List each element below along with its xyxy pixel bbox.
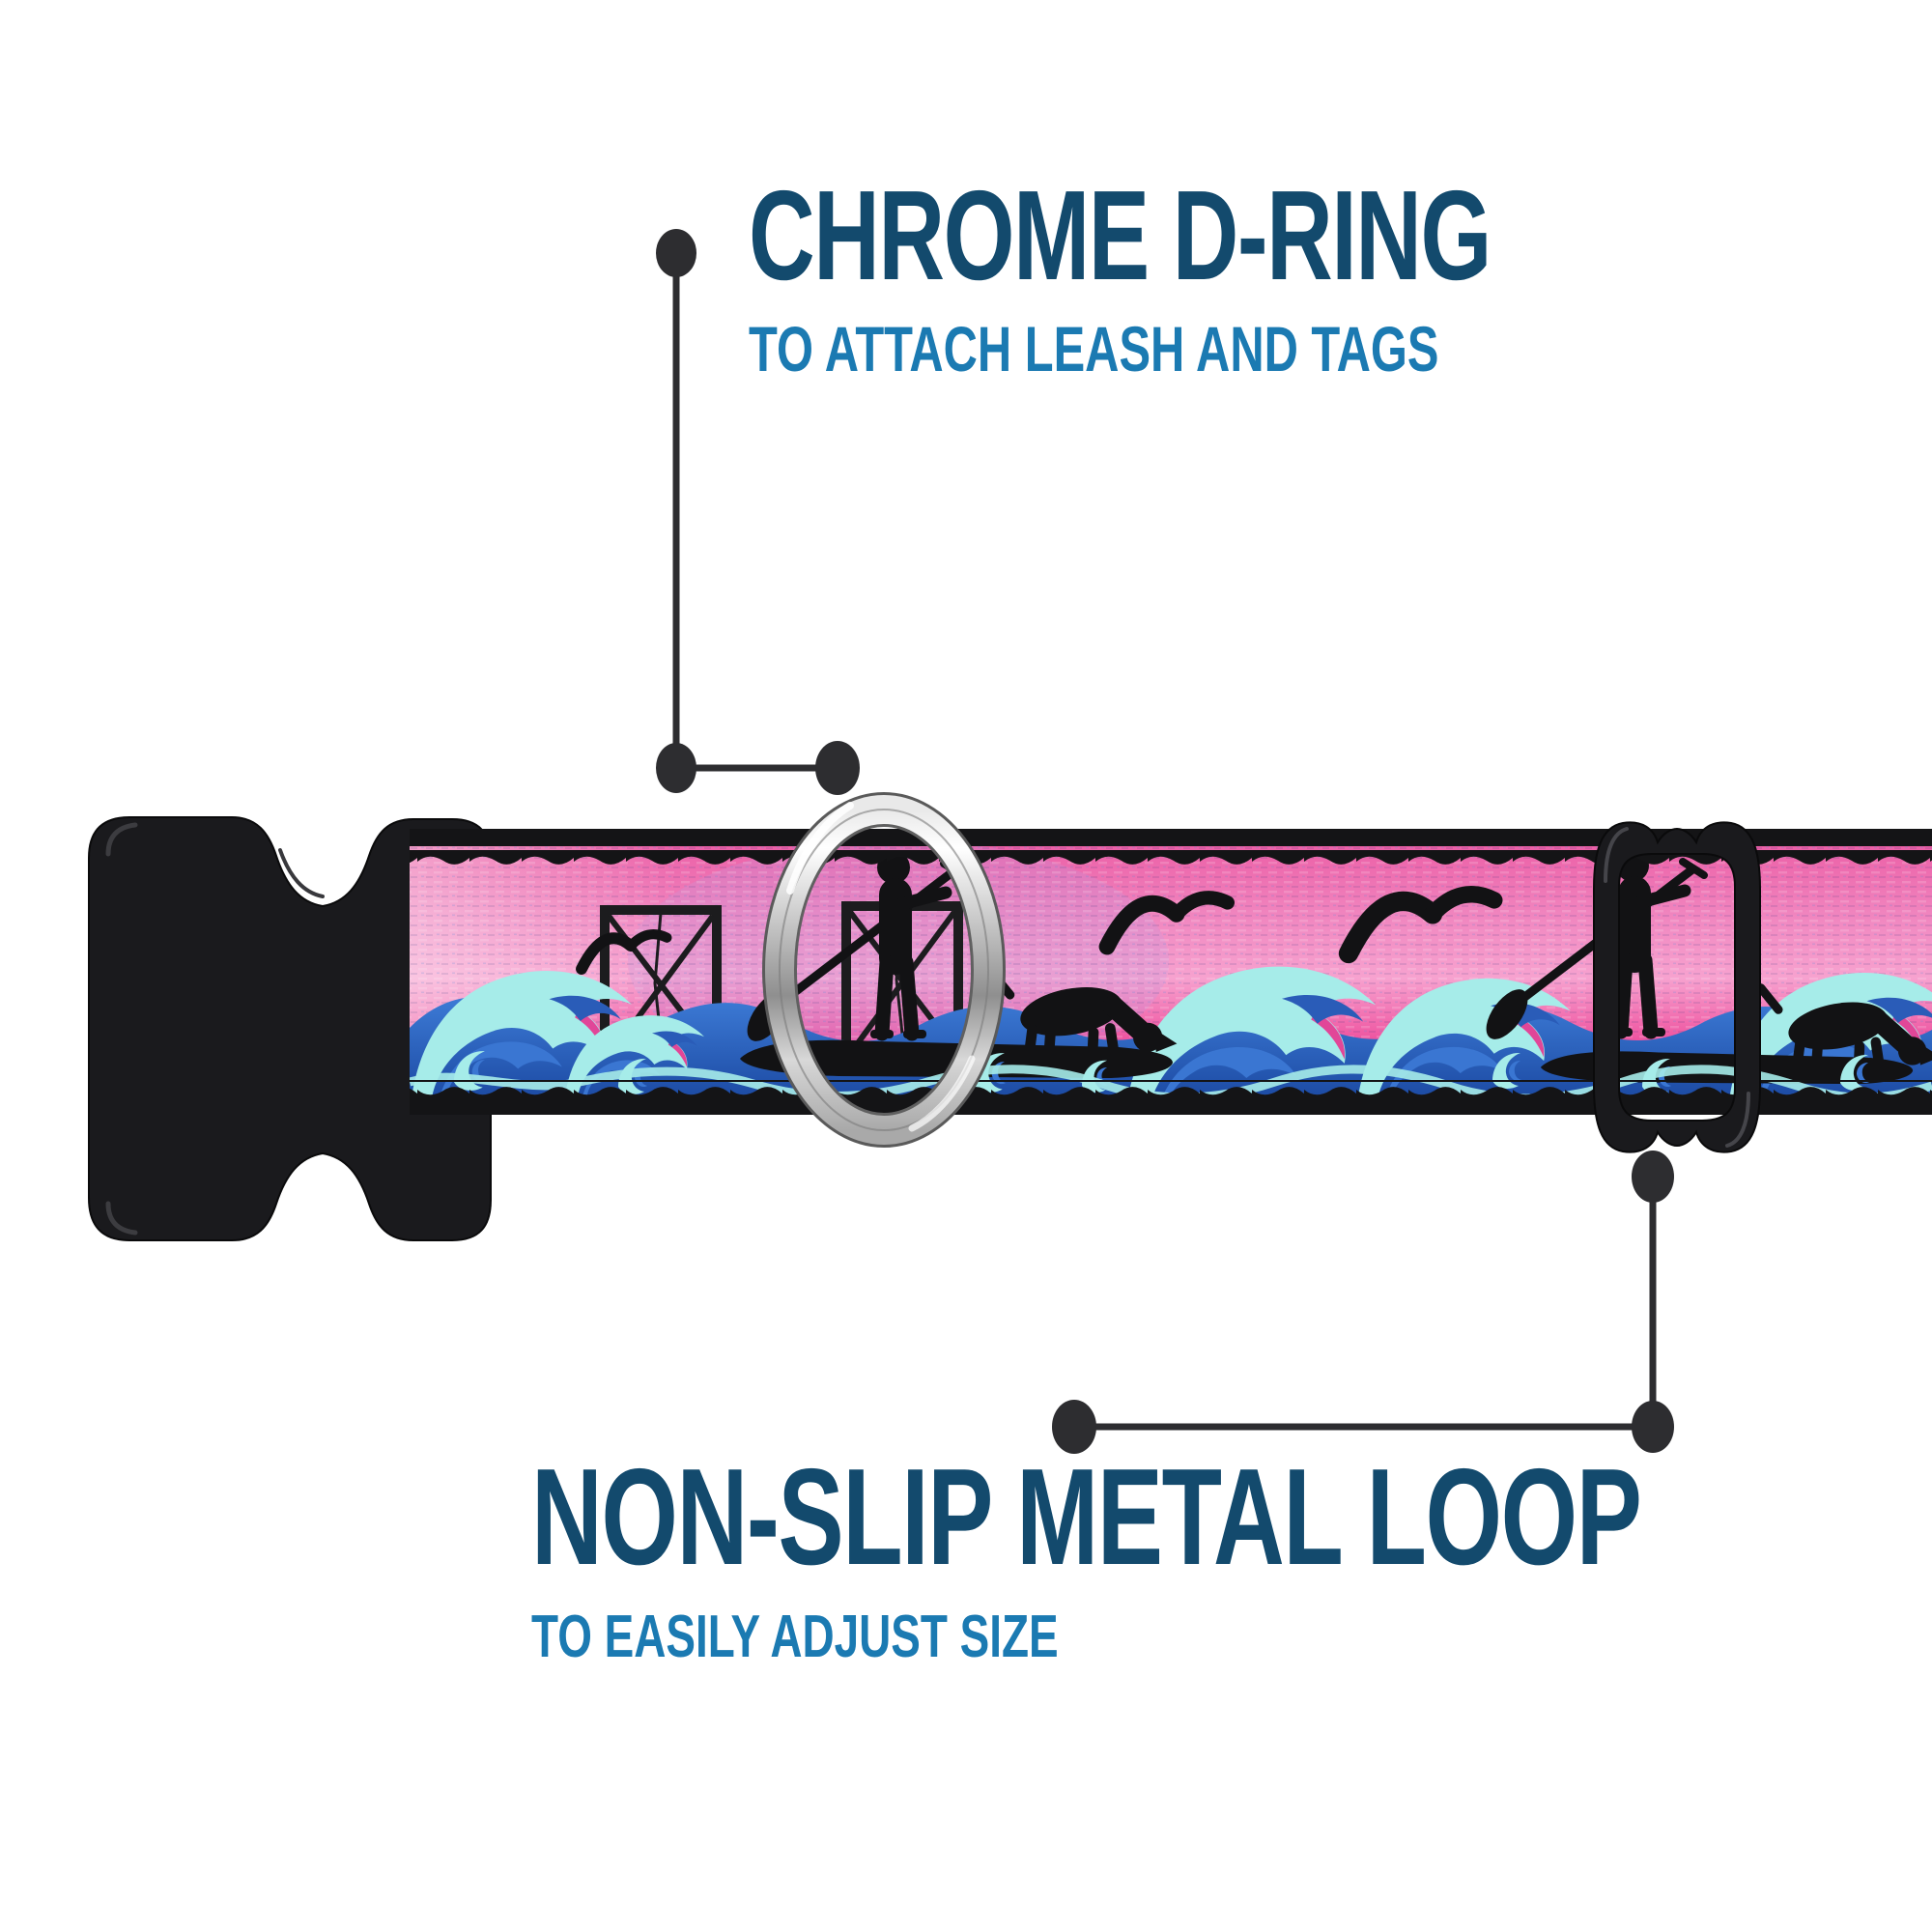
callout-dot [1632, 1401, 1674, 1453]
side-release-buckle-icon [88, 816, 492, 1241]
callout-dot [1052, 1400, 1096, 1454]
metal-loop-slider-icon [1593, 821, 1761, 1153]
chrome-d-ring-icon [762, 792, 1006, 1148]
callout-dot [656, 743, 696, 793]
collar-webbing [410, 829, 1932, 1115]
callout-dot [815, 741, 860, 795]
callout-loop-subtitle: TO EASILY ADJUST SIZE [531, 1604, 1059, 1670]
callout-dot [1632, 1151, 1674, 1203]
callout-loop: NON-SLIP METAL LOOP TO EASILY ADJUST SIZ… [531, 1449, 1932, 1667]
webbing-stitched-edge [410, 1080, 1932, 1099]
leader-line-loop [1052, 1151, 1674, 1454]
callout-dring-subtitle: TO ATTACH LEASH AND TAGS [749, 313, 1439, 384]
callout-dot [656, 229, 696, 277]
callout-dring-title: CHROME D-RING [749, 164, 1492, 306]
callout-loop-title: NON-SLIP METAL LOOP [531, 1440, 1642, 1594]
callout-dring: CHROME D-RING TO ATTACH LEASH AND TAGS [749, 164, 1779, 384]
leader-line-dring [656, 229, 860, 795]
